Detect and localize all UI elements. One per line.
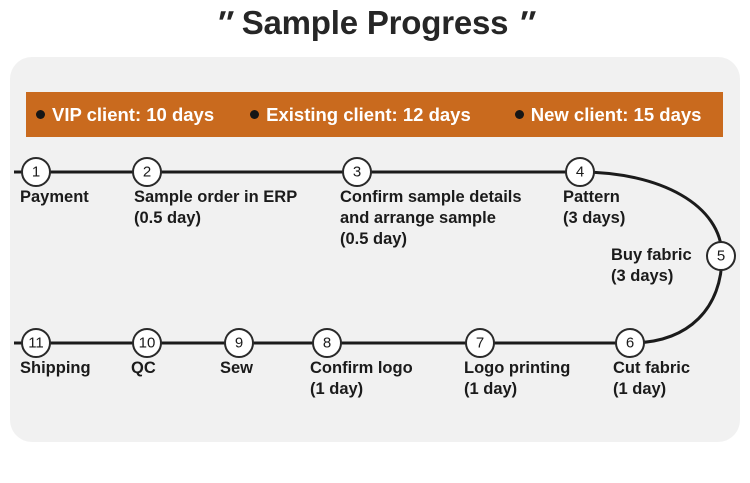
flow-step-1-label: Payment bbox=[20, 188, 89, 206]
legend-item-vip-label: VIP client: 10 days bbox=[52, 103, 215, 125]
title-close-quote-icon: ″ bbox=[517, 4, 536, 41]
bullet-dot-icon bbox=[250, 110, 260, 119]
flow-step-2-label: Sample order in ERP (0.5 day) bbox=[134, 188, 298, 227]
flow-step-3-label: Confirm sample details and arrange sampl… bbox=[340, 188, 522, 248]
flow-step-9-label: Sew bbox=[220, 359, 254, 377]
legend-banner: VIP client: 10 days Existing client: 12 … bbox=[26, 92, 723, 137]
flow-step-5-label: Buy fabric (3 days) bbox=[611, 246, 692, 285]
title-text: Sample Progress bbox=[241, 4, 509, 41]
page-title: ″Sample Progress″ bbox=[0, 4, 750, 42]
legend-item-existing-label: Existing client: 12 days bbox=[266, 103, 471, 125]
bullet-dot-icon bbox=[36, 110, 45, 119]
title-open-quote-icon: ″ bbox=[214, 4, 234, 41]
flow-step-6-label: Cut fabric (1 day) bbox=[613, 359, 691, 398]
bullet-dot-icon bbox=[514, 110, 524, 119]
flow-step-11-label: Shipping bbox=[20, 359, 91, 377]
flow-step-4-label: Pattern (3 days) bbox=[563, 188, 626, 227]
legend-item-vip: VIP client: 10 days bbox=[36, 104, 214, 126]
legend-item-new: New client: 15 days bbox=[514, 103, 702, 126]
flow-step-10-label: QC bbox=[131, 359, 156, 377]
flow-step-8-label: Confirm logo (1 day) bbox=[310, 359, 413, 398]
flow-step-7-label: Logo printing (1 day) bbox=[464, 359, 571, 398]
legend-item-new-label: New client: 15 days bbox=[530, 103, 702, 125]
legend-item-existing: Existing client: 12 days bbox=[250, 104, 471, 126]
